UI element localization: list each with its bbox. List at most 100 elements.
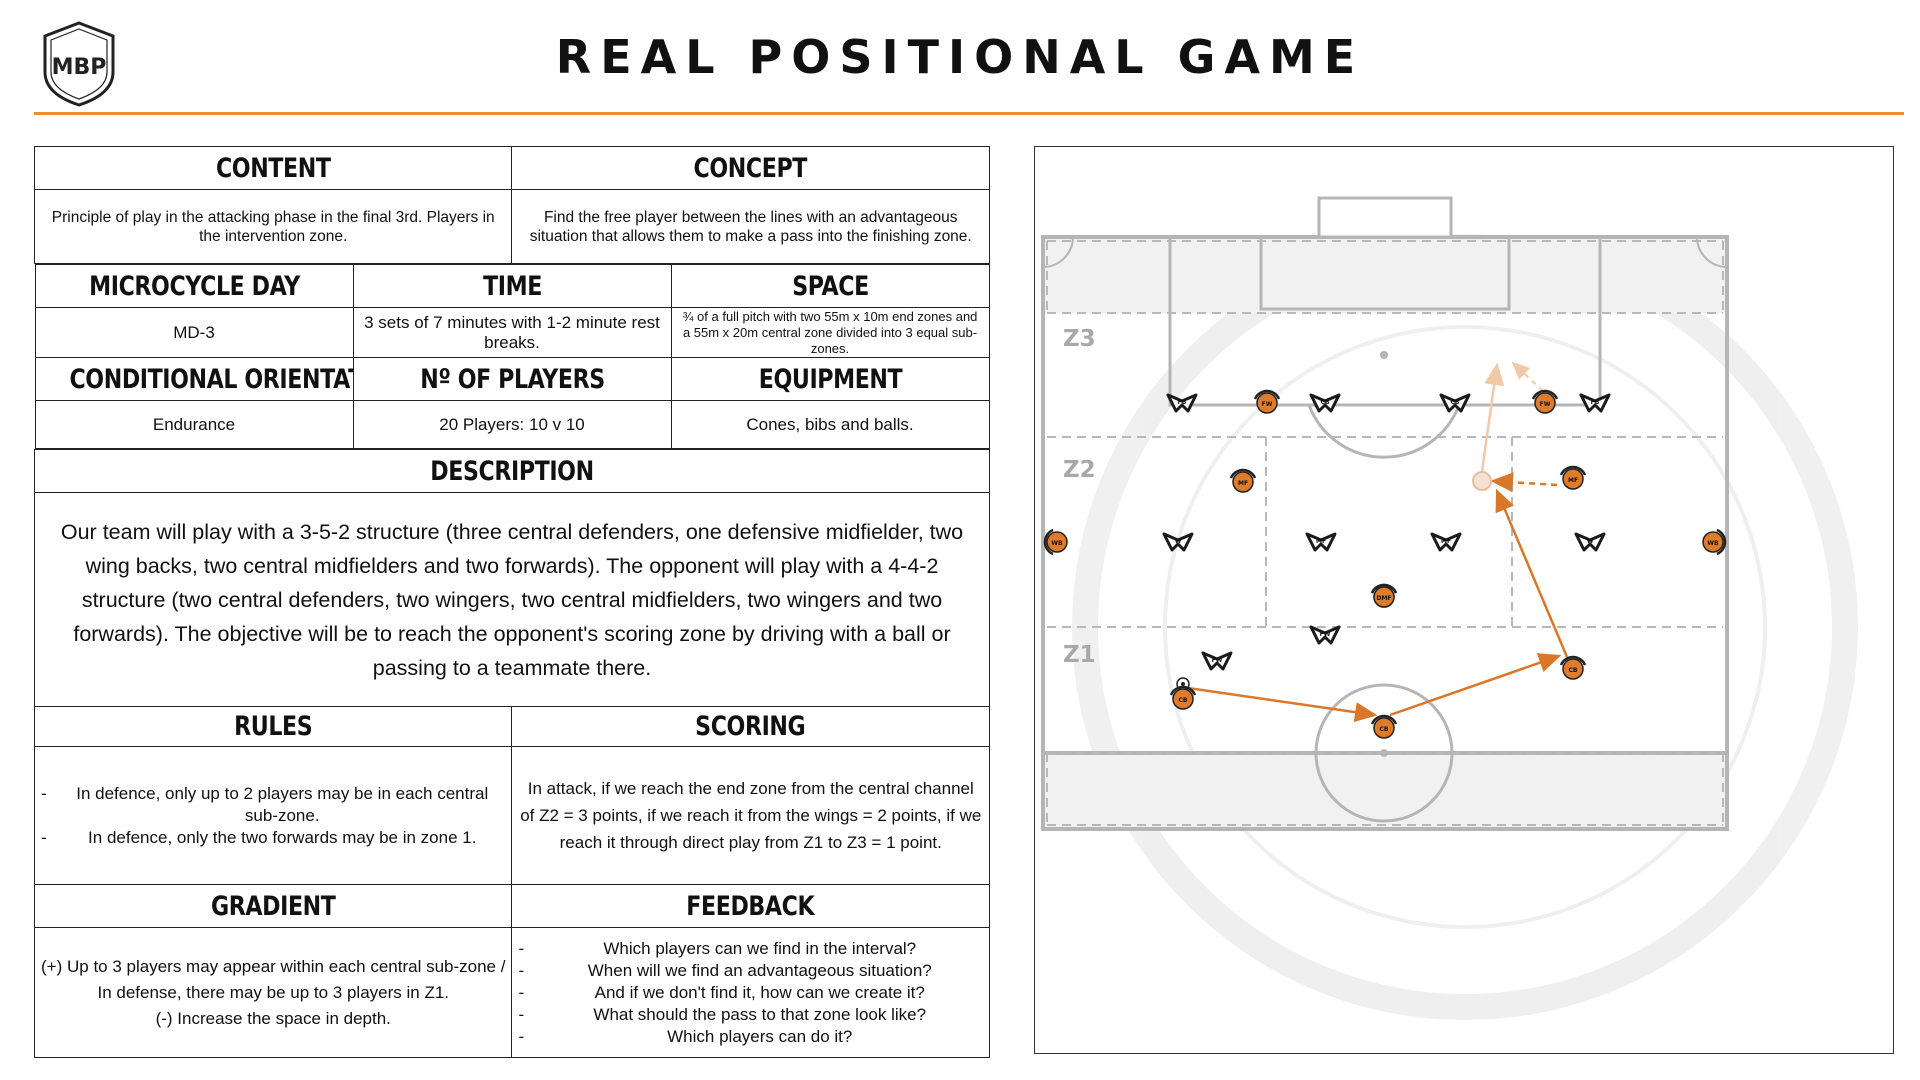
zone-label-z3: Z3 [1063, 326, 1096, 352]
pitch-diagram-panel: Z3 Z2 Z1 FBFWCBCBFWFBMFMFMFWBWMFMFWWBDMF… [1034, 146, 1894, 1054]
gradient-heading: GRADIENT [33, 884, 513, 928]
pitch-diagram: Z3 Z2 Z1 FBFWCBCBFWFBMFMFMFWBWMFMFWWBDMF… [1041, 196, 1858, 1020]
players-value: 20 Players: 10 v 10 [352, 400, 672, 449]
description-text: Our team will play with a 3-5-2 structur… [34, 492, 990, 707]
feedback-item: And if we don't find it, how can we crea… [518, 982, 983, 1004]
player-label: FW [1320, 631, 1331, 638]
gradient-line: (-) Increase the space in depth. [155, 1008, 391, 1028]
players-heading: Nº OF PLAYERS [352, 357, 672, 401]
concept-heading: CONCEPT [511, 146, 990, 190]
team-player-fw: FW [1253, 389, 1281, 414]
opponent-player-fw: FW [1201, 651, 1233, 671]
movement-arrow [1490, 472, 1558, 493]
team-player-wb: WB [1702, 528, 1727, 556]
opponent-player-mf: MF [1430, 532, 1462, 552]
pass-arrow [1495, 488, 1569, 658]
equipment-heading: EQUIPMENT [670, 357, 990, 401]
opponent-player-fb: FB [1166, 393, 1198, 413]
page-title: REAL POSITIONAL GAME [555, 30, 1365, 84]
rules-list: In defence, only up to 2 players may be … [41, 783, 505, 849]
gradient-cell: (+) Up to 3 players may appear within ea… [33, 927, 513, 1058]
player-label: CB [1451, 399, 1460, 406]
opponent-player-mf: MF [1305, 532, 1337, 552]
penalty-spot [1380, 351, 1388, 359]
microcycle-value: MD-3 [34, 307, 354, 358]
space-value: ¾ of a full pitch with two 55m x 10m end… [670, 307, 990, 358]
feedback-item: What should the pass to that zone look l… [518, 1004, 983, 1026]
microcycle-heading: MICROCYCLE DAY [34, 264, 354, 308]
player-label: MF [1441, 538, 1451, 545]
zone-label-z1: Z1 [1063, 642, 1096, 668]
feedback-item: When will we find an advantageous situat… [518, 960, 983, 982]
description-heading: DESCRIPTION [34, 449, 990, 493]
goal [1317, 196, 1453, 239]
logo-text: MBP [52, 55, 107, 80]
zone-lines [1046, 240, 1724, 826]
team-player-mf: MF [1559, 465, 1587, 490]
club-logo: MBP [43, 21, 115, 107]
player-label: FW [1540, 401, 1551, 408]
opponent-player-w: W [1574, 532, 1606, 552]
zone-label-z2: Z2 [1063, 457, 1096, 483]
team-player-cb: CB [1370, 714, 1398, 739]
time-heading: TIME [352, 264, 672, 308]
team-player-cb: CB [1169, 685, 1197, 710]
player-label: W [1587, 538, 1594, 545]
orientation-heading: CONDITIONAL ORIENTATION [34, 357, 354, 401]
content-heading: CONTENT [33, 146, 513, 190]
orientation-value: Endurance [34, 400, 354, 449]
player-label: W [1175, 538, 1182, 545]
feedback-item: Which players can we find in the interva… [518, 938, 983, 960]
team-player-dmf: DMF [1370, 583, 1398, 608]
team-player-mf: MF [1229, 468, 1257, 493]
rule-item: In defence, only up to 2 players may be … [41, 783, 505, 827]
player-label: CB [1569, 667, 1578, 674]
players: FBFWCBCBFWFBMFMFMFWBWMFMFWWBDMFFWFWCBCBC… [1043, 389, 1727, 739]
movement-arrow-option [1511, 361, 1544, 392]
time-value: 3 sets of 7 minutes with 1-2 minute rest… [352, 307, 672, 358]
rules-list-cell: In defence, only up to 2 players may be … [33, 746, 513, 885]
passing-arrows [1180, 361, 1569, 723]
gradient-line: (+) Up to 3 players may appear within ea… [41, 956, 506, 1002]
opponent-player-cb: CB [1309, 393, 1341, 413]
team-player-cb: CB [1559, 655, 1587, 680]
scoring-text: In attack, if we reach the end zone from… [511, 746, 990, 885]
scoring-heading: SCORING [511, 706, 990, 747]
session-sheet: CONTENT CONCEPT Principle of play in the… [33, 146, 990, 1058]
player-label: MF [1238, 480, 1248, 487]
player-label: FB [1178, 399, 1187, 406]
player-label: CB [1321, 399, 1330, 406]
pitch-outline [1041, 235, 1729, 831]
feedback-heading: FEEDBACK [511, 884, 990, 928]
penalty-arc [1307, 404, 1461, 459]
opponent-player-w: W [1162, 532, 1194, 552]
header-divider [34, 112, 1904, 115]
player-label: CB [1179, 697, 1188, 704]
concept-text: Find the free player between the lines w… [511, 189, 990, 264]
feedback-item: Which players can do it? [518, 1026, 983, 1048]
space-heading: SPACE [670, 264, 990, 308]
end-zone-top [1043, 237, 1727, 313]
player-label: CB [1380, 726, 1389, 733]
end-zone-bottom [1043, 753, 1727, 829]
player-ghost [1472, 471, 1492, 491]
team-player-wb: WB [1043, 528, 1068, 556]
player-label: FW [1262, 401, 1273, 408]
player-label: WB [1707, 540, 1719, 547]
pass-arrow [1389, 653, 1562, 717]
pass-arrow [1180, 685, 1378, 723]
player-label: FB [1591, 399, 1600, 406]
player-label: DMF [1376, 595, 1391, 602]
feedback-list-cell: Which players can we find in the interva… [511, 927, 990, 1058]
opponent-player-fb: FB [1579, 393, 1611, 413]
pass-arrow-option [1480, 362, 1505, 472]
rules-heading: RULES [33, 706, 513, 747]
team-player-fw: FW [1531, 389, 1559, 414]
player-label: MF [1316, 538, 1326, 545]
feedback-list: Which players can we find in the interva… [518, 938, 983, 1048]
player-label: WB [1051, 540, 1063, 547]
opponent-player-cb: CB [1439, 393, 1471, 413]
equipment-value: Cones, bibs and balls. [670, 400, 990, 449]
player-label: FW [1212, 657, 1223, 664]
rule-item: In defence, only the two forwards may be… [41, 827, 505, 849]
